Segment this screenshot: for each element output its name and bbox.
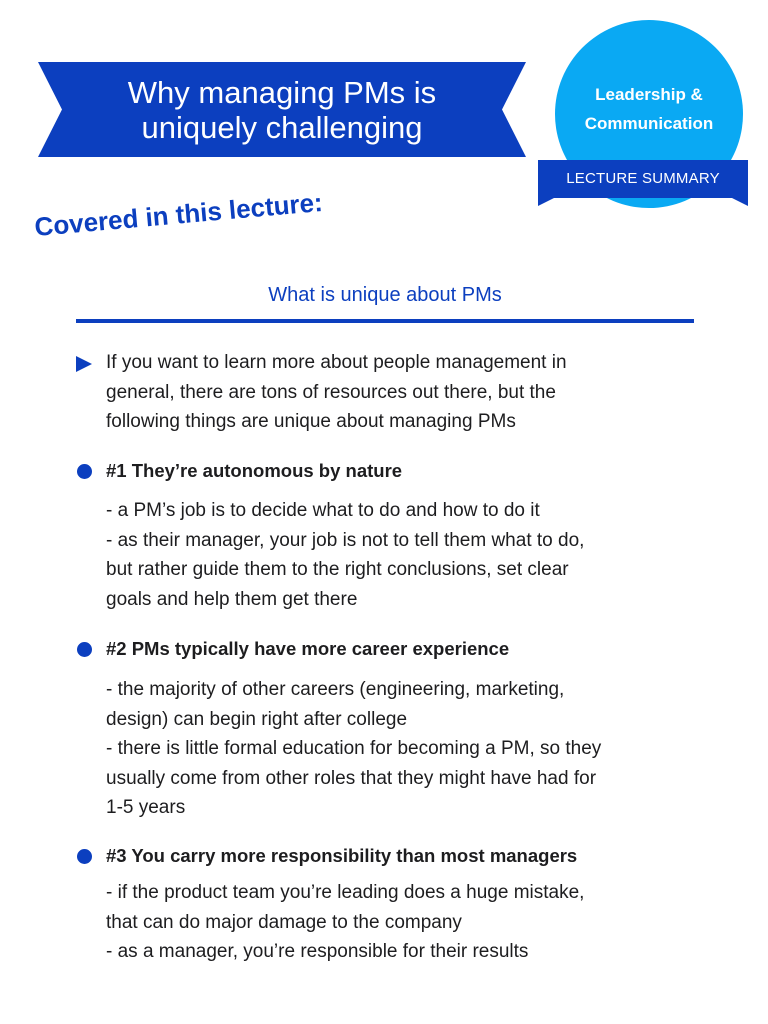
covered-heading: Covered in this lecture: — [33, 186, 324, 243]
bullet-dot-icon — [77, 849, 92, 864]
section-divider — [76, 319, 694, 323]
bullet-dot-icon — [77, 464, 92, 479]
point-line: usually come from other roles that they … — [106, 767, 597, 789]
topic-badge-line-1: Leadership & — [595, 85, 703, 104]
point-line: that can do major damage to the company — [106, 911, 462, 933]
title-ribbon: Why managing PMs is uniquely challenging — [38, 62, 526, 157]
point-line: - there is little formal education for b… — [106, 738, 602, 759]
lecture-summary-label: LECTURE SUMMARY — [566, 170, 720, 187]
section-title: What is unique about PMs — [268, 284, 502, 306]
point-1-title: #1 They’re autonomous by nature — [106, 460, 403, 481]
page-title-line-1: Why managing PMs is — [127, 75, 437, 110]
topic-badge-line-2: Communication — [584, 114, 714, 133]
point-line: - as a manager, you’re responsible for t… — [106, 941, 529, 962]
point-line: - as their manager, your job is not to t… — [106, 529, 585, 551]
point-2-title: #2 PMs typically have more career experi… — [106, 638, 510, 659]
triangle-bullet-icon — [76, 356, 92, 372]
lecture-summary-banner — [538, 160, 748, 206]
ribbon-shape — [38, 62, 526, 157]
topic-badge-text: Leadership & Communication — [555, 80, 743, 138]
bullet-dot-icon — [77, 642, 92, 657]
point-2-body: - the majority of other careers (enginee… — [106, 675, 706, 823]
intro-line: following things are unique about managi… — [106, 411, 516, 432]
point-3-title: #3 You carry more responsibility than mo… — [106, 845, 578, 866]
page-title: Why managing PMs is uniquely challenging — [98, 75, 466, 145]
point-line: but rather guide them to the right concl… — [106, 559, 569, 580]
point-1-body: - a PM’s job is to decide what to do and… — [106, 496, 706, 614]
page-title-line-2: uniquely challenging — [141, 110, 423, 145]
point-line: - the majority of other careers (enginee… — [106, 679, 565, 700]
point-line: design) can begin right after college — [106, 708, 408, 730]
point-3-body: - if the product team you’re leading doe… — [106, 878, 706, 967]
intro-paragraph: If you want to learn more about people m… — [106, 348, 706, 437]
point-line: 1-5 years — [106, 797, 186, 818]
point-line: - if the product team you’re leading doe… — [106, 882, 585, 903]
point-line: goals and help them get there — [106, 588, 358, 610]
point-line: - a PM’s job is to decide what to do and… — [106, 500, 540, 521]
intro-line: If you want to learn more about people m… — [106, 352, 567, 373]
intro-line: general, there are tons of resources out… — [106, 381, 556, 403]
